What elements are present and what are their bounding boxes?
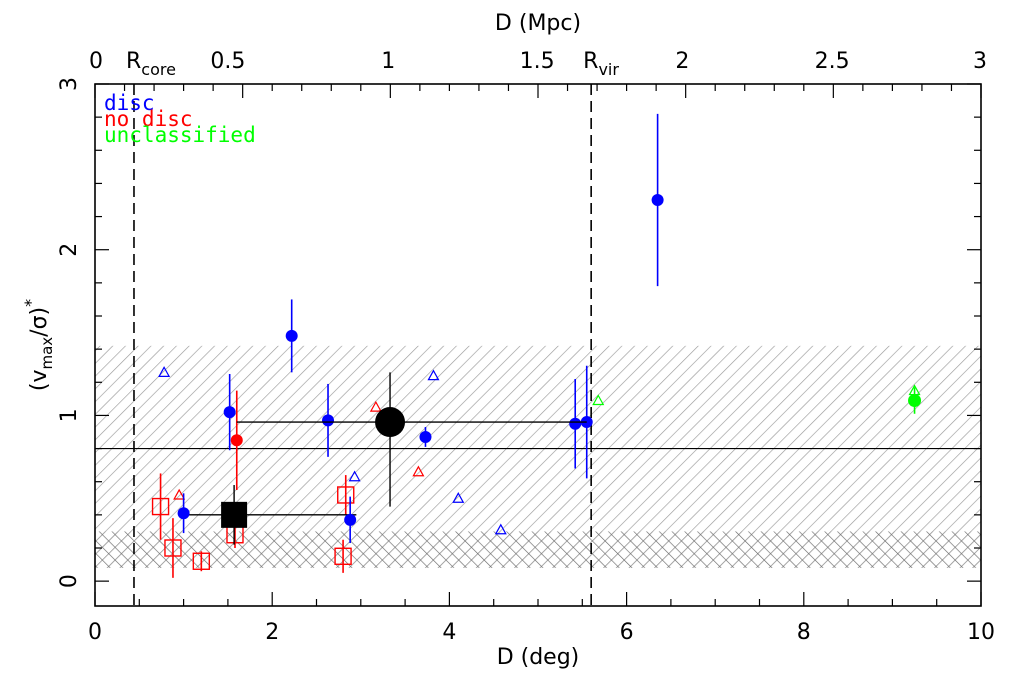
y-tick-label: 3	[57, 77, 82, 91]
x-tick-label: 8	[797, 620, 811, 645]
x-tick-label: 6	[620, 620, 634, 645]
x-axis-label: D (deg)	[497, 645, 580, 670]
mean-nodisc-square	[221, 501, 248, 528]
top-tick-label: 1	[381, 49, 395, 74]
legend-entry: unclassified	[104, 123, 256, 147]
vline-label-sub: core	[141, 60, 176, 79]
nodisc-limit-triangle	[412, 465, 425, 477]
mean-disc-circle	[375, 407, 406, 438]
x-tick-label: 0	[88, 620, 102, 645]
unclassified-limit-triangle	[592, 394, 605, 406]
disc-limit-triangle	[158, 366, 171, 377]
x-tick-label: 4	[442, 620, 456, 645]
y-tick-label: 1	[57, 408, 82, 422]
top-tick-label: 0.5	[210, 49, 245, 74]
hatched-bands	[95, 345, 981, 568]
disc-limit-triangle	[452, 492, 465, 503]
top-tick-label: 2.5	[815, 49, 850, 74]
top-axis-label: D (Mpc)	[495, 11, 581, 36]
vline-label-main: R	[583, 49, 598, 74]
unclassified-point	[908, 394, 922, 408]
disc-point	[285, 329, 298, 342]
vline-label-vir: Rvir	[583, 49, 619, 79]
vline-label-core: Rcore	[126, 49, 176, 79]
vline-label-main: R	[126, 49, 141, 74]
nodisc-square	[192, 552, 211, 570]
y-label-mid: /σ)	[27, 307, 52, 337]
disc-point	[344, 513, 357, 526]
data-marks	[151, 113, 922, 578]
y-label-sub: max	[38, 337, 56, 370]
top-tick-label: 0	[89, 49, 103, 74]
disc-limit-triangle	[427, 369, 440, 381]
y-label-sup: *	[21, 299, 40, 307]
axis-ticks	[94, 83, 982, 606]
x-tick-label: 10	[967, 620, 995, 645]
top-tick-label: 2	[675, 49, 689, 74]
top-tick-label: 3	[973, 49, 987, 74]
x-tick-label: 2	[265, 620, 279, 645]
disc-limit-triangle	[348, 470, 361, 482]
y-label-main: (v	[27, 370, 52, 392]
band-cross-overlay	[95, 531, 981, 568]
nodisc-limit-triangle	[173, 488, 186, 500]
disc-point	[223, 406, 236, 419]
disc-limit-triangle	[494, 523, 507, 535]
disc-point	[651, 194, 664, 206]
y-tick-label: 2	[57, 243, 82, 257]
nodisc-square	[164, 539, 182, 557]
disc-point	[569, 417, 582, 430]
y-tick-label: 0	[57, 574, 82, 588]
disc-point	[322, 414, 335, 427]
nodisc-point	[230, 434, 243, 447]
disc-point	[419, 430, 432, 443]
y-axis-label: (vmax/σ)*	[21, 299, 56, 391]
top-tick-label: 1.5	[520, 49, 555, 74]
nodisc-square	[151, 497, 170, 516]
disc-point	[177, 507, 190, 520]
legend-entry: disc	[104, 91, 155, 115]
legend-entry: no disc	[104, 107, 193, 131]
nodisc-square	[334, 547, 352, 565]
vline-label-sub: vir	[598, 60, 619, 79]
nodisc-square	[337, 486, 355, 504]
reference-lines	[95, 84, 981, 606]
nodisc-limit-triangle	[369, 400, 382, 412]
